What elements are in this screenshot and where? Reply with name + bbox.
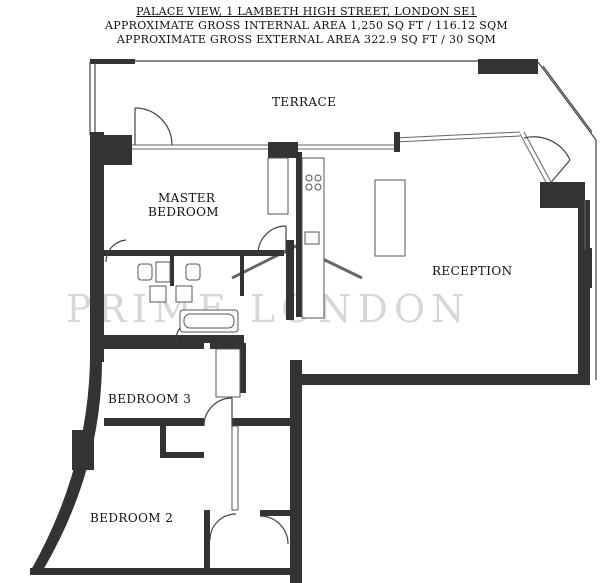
terrace-glazing <box>132 131 586 250</box>
bathroom-fixtures <box>137 261 239 333</box>
header-internal-area: APPROXIMATE GROSS INTERNAL AREA 1,250 SQ… <box>105 19 508 32</box>
wardrobes <box>231 425 239 511</box>
room-label-bedroom-2: BEDROOM 2 <box>90 511 173 525</box>
room-label-reception: RECEPTION <box>432 264 513 278</box>
room-label-terrace: TERRACE <box>272 95 336 109</box>
room-label-master-line2: BEDROOM <box>148 205 219 219</box>
kitchen-fixtures <box>301 157 406 319</box>
outer-walls <box>30 59 597 583</box>
terrace-door-left <box>134 107 173 146</box>
header-external-area: APPROXIMATE GROSS EXTERNAL AREA 322.9 SQ… <box>116 33 497 46</box>
interior-walls <box>104 152 302 570</box>
watermark: PRIME LONDON <box>66 287 470 331</box>
header-address: PALACE VIEW, 1 LAMBETH HIGH STREET, LOND… <box>136 5 477 18</box>
terrace-door-right <box>523 136 571 187</box>
room-label-master-line1: MASTER <box>158 191 216 205</box>
room-label-bedroom-3: BEDROOM 3 <box>108 392 191 406</box>
